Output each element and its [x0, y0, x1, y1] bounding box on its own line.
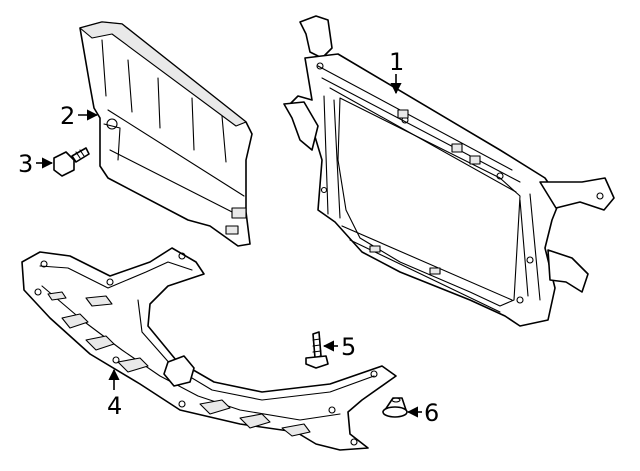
- callout-label-4: 4: [107, 392, 122, 420]
- callout-6: 6: [406, 399, 439, 427]
- callout-label-1: 1: [389, 48, 404, 76]
- callout-3: 3: [18, 150, 54, 178]
- splash-shield: [21, 247, 397, 451]
- stud: [305, 331, 329, 369]
- callout-5: 5: [322, 333, 356, 361]
- callout-4: 4: [107, 368, 122, 420]
- air-deflector: [79, 21, 253, 247]
- nut: [382, 397, 408, 418]
- callout-label-2: 2: [60, 102, 75, 130]
- radiator-support: [283, 15, 615, 327]
- callout-label-6: 6: [424, 399, 439, 427]
- callout-1: 1: [389, 48, 404, 95]
- callout-2: 2: [60, 102, 99, 130]
- callout-label-3: 3: [18, 150, 33, 178]
- callout-label-5: 5: [341, 333, 356, 361]
- bolt: [53, 147, 90, 177]
